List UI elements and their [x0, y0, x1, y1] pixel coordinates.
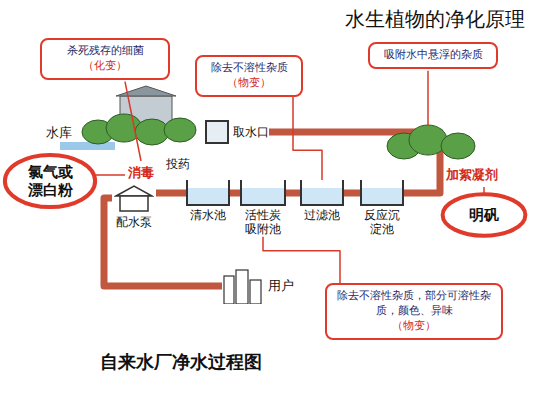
- building: [224, 276, 234, 304]
- node-label: 过滤池: [300, 208, 344, 222]
- note-text: 除去不溶性杂质，部分可溶性杂质，颜色、异味: [333, 289, 495, 319]
- intake-box: 取水口: [205, 120, 269, 144]
- right-trees: [387, 125, 475, 159]
- note-callout: 吸附水中悬浮的杂质: [368, 42, 498, 69]
- note-text: 除去不溶性杂质: [203, 61, 295, 76]
- process-tank: 清水池: [186, 180, 230, 222]
- chemical-ellipse: 明矾: [440, 192, 528, 238]
- building: [236, 270, 248, 304]
- change-type: （物变）: [333, 319, 495, 334]
- building: [250, 280, 261, 304]
- reservoir-water: [60, 142, 115, 150]
- tree: [409, 125, 447, 155]
- left-trees: [82, 114, 196, 145]
- tank-basin: [300, 180, 344, 206]
- node-label: 反应沉淀池: [360, 208, 404, 237]
- node-label: 清水池: [186, 208, 230, 222]
- intake-structure: [205, 120, 229, 144]
- leader-line: [96, 174, 125, 176]
- leader-line: [427, 71, 429, 126]
- leader-line: [125, 82, 141, 161]
- process-tank: 活性炭 吸附池: [240, 180, 286, 237]
- diagram-title: 水生植物的净化原理: [345, 6, 525, 33]
- ellipse-shape: [5, 155, 95, 207]
- ellipse-shape: [443, 194, 526, 235]
- tree: [441, 133, 475, 159]
- tank-basin: [360, 180, 404, 206]
- stage-label: 消毒: [128, 164, 154, 182]
- user-buildings: 用户: [222, 268, 294, 304]
- change-type: （物变）: [203, 76, 295, 91]
- node-label: 明矾: [469, 206, 499, 224]
- diagram-caption: 自来水厂净水过程图: [100, 350, 262, 374]
- buildings-icon: [222, 268, 264, 304]
- note-text: 杀死残存的细菌: [48, 44, 162, 59]
- stage-label: 投药: [166, 156, 190, 173]
- process-tank: 过滤池: [300, 180, 344, 222]
- stage-label: 加絮凝剂: [446, 166, 498, 184]
- water-pipe: [230, 190, 240, 197]
- note-callout: 除去不溶性杂质，部分可溶性杂质，颜色、异味（物变）: [325, 283, 503, 340]
- house-wall: [120, 196, 148, 211]
- leader-line: [263, 237, 340, 283]
- process-tank: 反应沉淀池: [360, 180, 404, 237]
- node-label: 配水泵: [116, 214, 152, 231]
- water-pipe: [156, 190, 186, 197]
- change-type: （化变）: [48, 59, 162, 74]
- pump-house: 配水泵: [112, 184, 156, 231]
- node-label: 用户: [268, 277, 294, 295]
- tree: [164, 118, 196, 142]
- stage-label: 水库: [46, 124, 72, 142]
- building-roof: [116, 86, 176, 96]
- note-text: 吸附水中悬浮的杂质: [376, 48, 490, 63]
- water-pipe: [286, 190, 300, 197]
- node-label: 活性炭 吸附池: [240, 208, 286, 237]
- chemical-ellipse: 氯气或漂白粉: [2, 152, 98, 210]
- house-roof: [116, 186, 152, 196]
- leader-line: [293, 97, 322, 180]
- node-label: 取水口: [233, 124, 269, 141]
- node-label: 氯气或漂白粉: [25, 163, 75, 199]
- tank-basin: [240, 180, 286, 206]
- water-pipe: [344, 190, 360, 197]
- note-callout: 除去不溶性杂质（物变）: [195, 55, 303, 97]
- pump-house-icon: [114, 184, 154, 212]
- tank-basin: [186, 180, 230, 206]
- leader-line: [483, 187, 485, 193]
- reservoir-building: [60, 86, 176, 150]
- note-callout: 杀死残存的细菌（化变）: [40, 38, 170, 80]
